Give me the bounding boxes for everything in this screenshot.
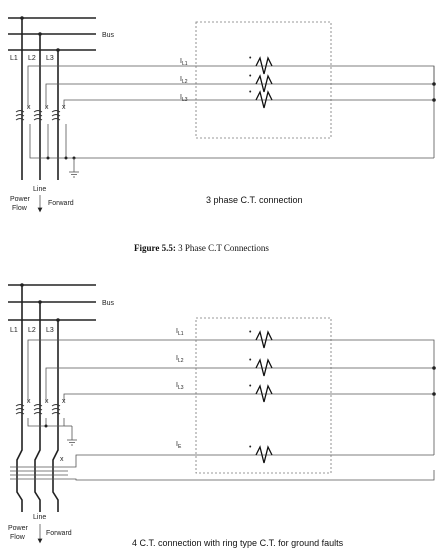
secondary-wire-l3-2: [63, 393, 434, 402]
relay-coil-il2: •: [249, 73, 273, 93]
svg-text:x: x: [45, 398, 49, 405]
relay-coil-il3: •: [249, 89, 273, 109]
line-label: Line: [33, 186, 46, 193]
current-label-ie: IE: [176, 441, 182, 450]
phase-label-l2-2: L2: [28, 327, 36, 334]
phase-label-l2: L2: [28, 55, 36, 62]
power-flow-label-2-2: Flow: [10, 534, 26, 541]
ct-coil-l1-2: x: [15, 398, 31, 415]
ring-ct: x: [10, 456, 68, 480]
bus-label-2: Bus: [102, 300, 115, 307]
power-flow-label-2: Flow: [12, 205, 28, 212]
power-flow-label-1: Power: [10, 196, 31, 203]
phase-label-l3-2: L3: [46, 327, 54, 334]
svg-text:x: x: [27, 398, 31, 405]
figure-caption: Figure 5.5: 3 Phase C.T Connections: [134, 243, 269, 253]
current-label-il1-2: IL1: [176, 328, 184, 337]
power-flow-label-1-2: Power: [8, 525, 29, 532]
ct-coil-l2-2: x: [33, 398, 49, 415]
forward-label: Forward: [48, 200, 74, 207]
svg-text:x: x: [45, 104, 49, 111]
ct-coil-l1: x: [15, 104, 31, 121]
svg-text:•: •: [249, 383, 252, 390]
neutral-return-wire: [29, 124, 434, 159]
secondary-wire-l2: [45, 83, 434, 108]
bus-label: Bus: [102, 32, 115, 39]
ground-symbol-2: [67, 426, 77, 446]
secondary-wire-l1: [27, 65, 435, 108]
secondary-wire-l3: [63, 99, 434, 108]
forward-label-2: Forward: [46, 530, 72, 537]
svg-text:•: •: [249, 357, 252, 364]
relay-coil-il3-2: •: [249, 383, 273, 403]
current-label-il2: IL2: [180, 76, 188, 85]
relay-coil-il2-2: •: [249, 357, 273, 377]
relay-box-2: [195, 317, 332, 474]
phase-label-l1-2: L1: [10, 327, 18, 334]
diagram1-caption: 3 phase C.T. connection: [206, 195, 303, 205]
relay-box: [195, 21, 332, 139]
ground-fault-wire: [68, 454, 434, 468]
phase-conductor-l3-2: [52, 320, 59, 512]
relay-coil-ie: •: [249, 444, 273, 464]
current-label-il3-2: IL3: [176, 382, 184, 391]
svg-text:•: •: [249, 329, 252, 336]
line-label-2: Line: [33, 514, 46, 521]
phase-conductor-l1-2: [16, 285, 23, 512]
relay-coil-il1: •: [249, 55, 273, 75]
phase-conductor-l2-2: [34, 302, 41, 512]
phase-label-l1: L1: [10, 55, 18, 62]
svg-text:x: x: [27, 104, 31, 111]
ground-symbol: [69, 158, 79, 178]
diagram2-caption: 4 C.T. connection with ring type C.T. fo…: [132, 538, 344, 548]
secondary-wire-l1-2: [27, 339, 435, 455]
phase-label-l3: L3: [46, 55, 54, 62]
svg-text:•: •: [249, 444, 252, 451]
svg-text:x: x: [60, 456, 64, 463]
current-label-il1: IL1: [180, 58, 188, 67]
diagram-4-ct-ring: Bus L1 L2 L3 x x x x: [8, 283, 436, 548]
svg-text:•: •: [249, 89, 252, 96]
current-label-il3: IL3: [180, 94, 188, 103]
secondary-wire-l2-2: [45, 367, 434, 402]
svg-text:•: •: [249, 55, 252, 62]
current-label-il2-2: IL2: [176, 355, 184, 364]
ct-return-wire: [27, 418, 64, 427]
diagram-3-phase-ct: Bus L1 L2 L3 x x x: [8, 16, 436, 213]
ground-fault-return: [68, 470, 435, 481]
svg-text:•: •: [249, 73, 252, 80]
relay-coil-il1-2: •: [249, 329, 273, 349]
ct-coil-l2: x: [33, 104, 49, 121]
